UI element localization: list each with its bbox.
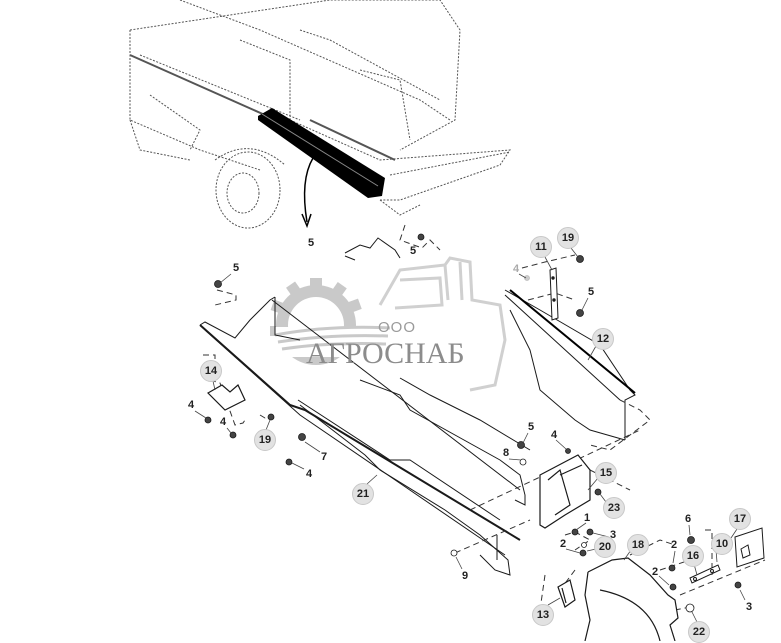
part-callout-4: 4 <box>305 468 313 480</box>
part-callout-16: 16 <box>682 545 704 567</box>
part-callout-22: 22 <box>688 621 710 643</box>
part-callout-12: 12 <box>592 328 614 350</box>
watermark-ooo-text: ООО <box>378 319 417 336</box>
part-callout-7: 7 <box>320 451 328 463</box>
strap-part-11 <box>549 267 559 321</box>
part-callout-17: 17 <box>729 508 751 530</box>
assembly-guide-lines <box>203 224 766 613</box>
part-callout-20: 20 <box>594 536 616 558</box>
part-callout-9: 9 <box>461 570 469 582</box>
part-callout-4: 4 <box>187 399 195 411</box>
part-callout-4: 4 <box>550 429 558 441</box>
watermark-logo <box>270 256 507 392</box>
part-callout-14: 14 <box>200 360 222 382</box>
part-callout-4: 4 <box>512 263 520 275</box>
part-callout-23: 23 <box>603 497 625 519</box>
bracket-part-14 <box>207 384 246 411</box>
part-callout-1: 1 <box>583 512 591 524</box>
part-callout-10: 10 <box>711 533 733 555</box>
part-callout-15: 15 <box>595 462 617 484</box>
highlighted-component <box>258 108 385 198</box>
panel-edge-thick <box>509 289 636 394</box>
part-callout-2: 2 <box>559 538 567 550</box>
upper-bracket <box>344 237 401 261</box>
hinge-part-13 <box>557 579 576 608</box>
part-callout-5: 5 <box>527 421 535 433</box>
ladder-rail-lines <box>129 54 396 161</box>
part-callout-13: 13 <box>532 604 554 626</box>
watermark-company-name: АГРОСНАБ <box>306 337 465 370</box>
pointer-arrow-icon <box>301 157 314 229</box>
part-callout-4: 4 <box>219 416 227 428</box>
part-callout-3: 3 <box>745 601 753 613</box>
panel-assembly <box>199 289 636 576</box>
bracket-part-15 <box>539 454 591 529</box>
part-callout-5: 5 <box>587 286 595 298</box>
fasteners <box>204 233 742 613</box>
part-callout-19: 19 <box>557 227 579 249</box>
part-callout-19: 19 <box>254 429 276 451</box>
latch-part-16 <box>689 564 721 584</box>
part-callout-21: 21 <box>352 483 374 505</box>
part-callout-5: 5 <box>409 245 417 257</box>
combine-harvester-illustration <box>129 0 511 229</box>
part-callout-6: 6 <box>684 513 692 525</box>
part-callout-2: 2 <box>670 539 678 551</box>
cover-part-18 <box>584 557 679 641</box>
part-callout-11: 11 <box>530 236 552 258</box>
part-callout-18: 18 <box>627 534 649 556</box>
part-callout-3: 3 <box>609 529 617 541</box>
part-callout-5: 5 <box>307 237 315 249</box>
leader-lines <box>194 247 746 623</box>
plate-part-17 <box>734 527 765 568</box>
part-callout-5: 5 <box>232 262 240 274</box>
combine-silhouette <box>378 256 507 392</box>
part-callout-8: 8 <box>502 447 510 459</box>
part-callout-2: 2 <box>651 566 659 578</box>
